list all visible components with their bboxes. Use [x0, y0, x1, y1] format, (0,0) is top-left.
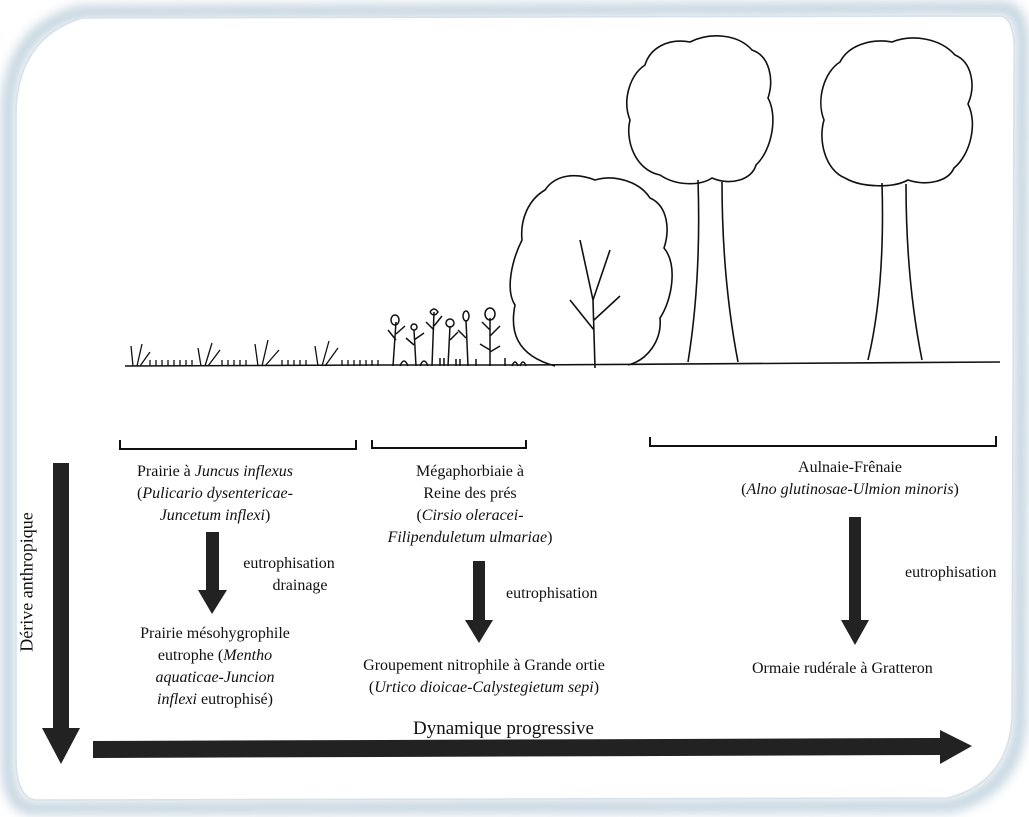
prairie-head-a-species: Juncus inflexus [194, 463, 293, 480]
bracket-aulnaie [649, 436, 997, 447]
tall-herbs [387, 307, 527, 367]
prairie-head-c: Juncetum inflexi [159, 507, 265, 524]
prairie-process-2: drainage [272, 577, 328, 594]
megaphorbiaie-head-c: Cirsio oleracei- [421, 507, 524, 524]
prairie-paren-open: ( [137, 485, 143, 502]
frame-card [15, 15, 1015, 801]
prairie-result-2-species: Mentho [223, 647, 273, 664]
bracket-megaphorbiaie [371, 440, 527, 449]
frame-shadow [3, 2, 1028, 814]
prairie-paren-close: ) [264, 507, 271, 524]
process-arrow-1 [198, 532, 227, 614]
megaphorbiaie-result-1: Groupement nitrophile à Grande ortie [363, 657, 605, 674]
process-arrow-3 [841, 517, 869, 645]
megaphorbiaie-result-2: Urtico dioicae-Calystegietum sepi [374, 679, 594, 696]
aulnaie-paren-open: ( [741, 481, 747, 498]
aulnaie-process-1: eutrophisation [905, 564, 997, 581]
prairie-result-2: eutrophe ( [157, 647, 224, 664]
aulnaie-result-1: Ormaie rudérale à Gratteron [752, 660, 933, 677]
tree-right [820, 37, 974, 361]
megaphorbiaie-result-open: ( [368, 679, 375, 696]
prairie-result: Prairie mésohygrophile eutrophe (Mentho … [118, 623, 312, 711]
tree-left [626, 35, 774, 363]
aulnaie-paren-close: ) [953, 481, 959, 498]
megaphorbiaie-head-b: Reine des prés [423, 485, 517, 502]
prairie-result-4-species: inflexi [157, 691, 197, 708]
aulnaie-head-a: Aulnaie-Frênaie [798, 459, 902, 476]
prairie-head-b: Pulicario dysentericae- [142, 485, 293, 502]
megaphorbiaie-result-close: ) [593, 679, 600, 696]
ground-line [124, 361, 1001, 367]
megaphorbiaie-paren-close: ) [547, 529, 553, 546]
axis-arrow-vertical [42, 463, 80, 764]
prairie-result-3: aquaticae-Juncion [155, 669, 275, 686]
shrub [509, 174, 673, 369]
megaphorbiaie-head-d: Filipenduletum ulmariae [387, 529, 548, 546]
megaphorbiaie-process-1: eutrophisation [506, 585, 598, 602]
prairie-head-a: Prairie à [137, 463, 195, 480]
process-arrow-2 [465, 561, 493, 643]
prairie-process: eutrophisation drainage [230, 553, 348, 597]
prairie-heading: Prairie à Juncus inflexus (Pulicario dys… [110, 461, 320, 527]
horizontal-axis-label: Dynamique progressive [413, 718, 594, 739]
axis-arrow-horizontal [93, 730, 972, 764]
bracket-prairie [119, 440, 357, 450]
prairie-result-4: eutrophisé) [197, 691, 273, 708]
megaphorbiaie-paren-open: ( [416, 507, 422, 524]
vertical-axis-label: Dérive anthropique [16, 512, 37, 652]
megaphorbiaie-result: Groupement nitrophile à Grande ortie (Ur… [340, 655, 628, 699]
aulnaie-heading: Aulnaie-Frênaie (Alno glutinosae-Ulmion … [700, 457, 1000, 501]
megaphorbiaie-heading: Mégaphorbiaie à Reine des prés (Cirsio o… [370, 461, 570, 549]
megaphorbiaie-head-a: Mégaphorbiaie à [416, 463, 524, 480]
aulnaie-head-b: Alno glutinosae-Ulmion minoris [746, 481, 954, 498]
prairie-result-1: Prairie mésohygrophile [140, 625, 290, 642]
prairie-process-1: eutrophisation [243, 555, 335, 572]
grass-tufts [130, 339, 379, 367]
